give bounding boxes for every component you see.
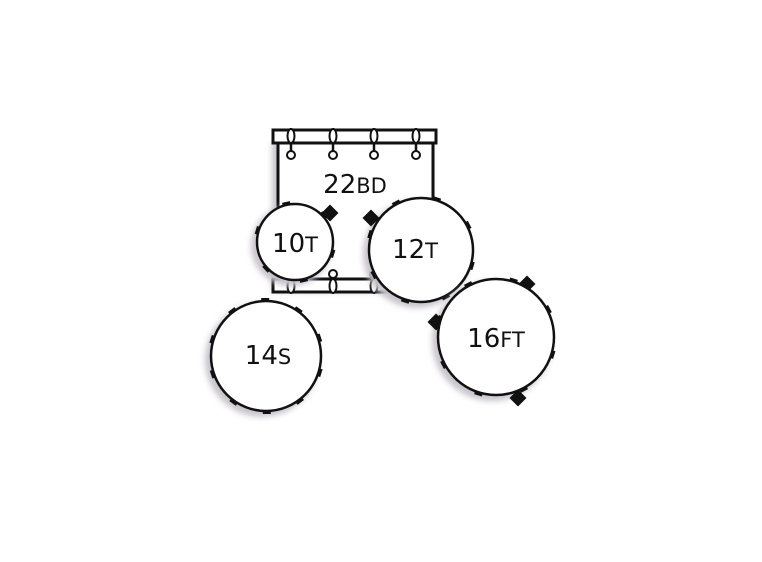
bass-drum-top-hoop	[271, 128, 438, 145]
tom-12-label: 12T	[392, 235, 438, 265]
lug-key	[328, 128, 338, 144]
floor-tom-16: 16FT	[427, 275, 556, 407]
mount-bracket	[362, 209, 380, 227]
tom-12-type: T	[424, 239, 438, 263]
lug-key	[411, 128, 421, 144]
lug-key	[369, 128, 379, 144]
tom-10-label: 10T	[272, 229, 318, 259]
floor-tom-16-head	[436, 277, 556, 397]
bass-drum-type: BD	[356, 174, 387, 198]
tom-12: 12T	[362, 196, 475, 308]
bass-drum-size: 22	[323, 170, 356, 200]
floor-tom-16-type: FT	[500, 328, 525, 352]
lug-ring	[369, 150, 379, 160]
bass-drum-label: 22BD	[323, 170, 387, 200]
floor-tom-16-label: 16FT	[467, 324, 525, 354]
lug-ring	[286, 150, 296, 160]
tom-12-head	[367, 196, 475, 304]
lug-ring	[328, 150, 338, 160]
snare-14-head	[209, 299, 323, 413]
snare-14-size: 14	[245, 341, 278, 371]
lug-key	[286, 128, 296, 144]
tom-10-size: 10	[272, 229, 305, 259]
floor-tom-16-size: 16	[467, 324, 500, 354]
snare-14-type: S	[278, 345, 291, 369]
lug-ring	[411, 150, 421, 160]
tom-10-head	[255, 202, 335, 282]
snare-14: 14S	[205, 297, 323, 417]
tom-10: 10T	[251, 201, 339, 286]
mount-bracket	[509, 389, 527, 407]
tom-10-type: T	[304, 233, 318, 257]
lug-key	[328, 278, 338, 294]
tom-12-size: 12	[392, 235, 425, 265]
lug-ring	[328, 269, 338, 279]
snare-14-label: 14S	[245, 341, 291, 371]
